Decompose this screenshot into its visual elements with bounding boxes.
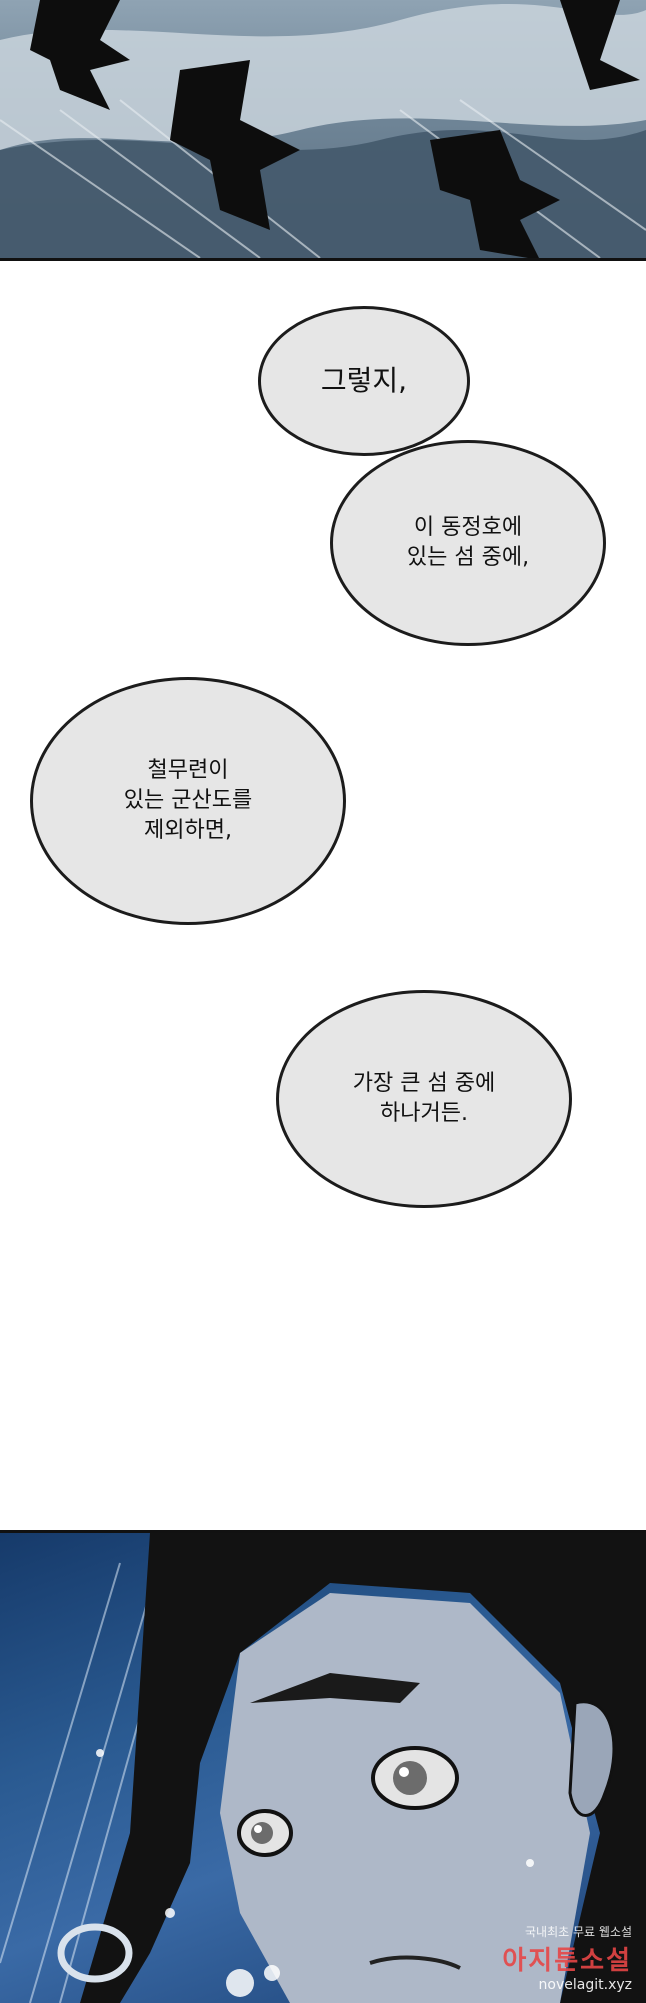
speech-bubble-2: 이 동정호에 있는 섬 중에,	[330, 440, 606, 646]
watermark: 국내최초 무료 웹소설 아지툰소설 novelagit.xyz	[442, 1923, 632, 1993]
speech-bubble-4: 가장 큰 섬 중에 하나거든.	[276, 990, 572, 1208]
speech-text-2: 이 동정호에 있는 섬 중에,	[406, 515, 530, 570]
watermark-tagline: 국내최초 무료 웹소설	[525, 1925, 632, 1939]
top-panel	[0, 0, 646, 261]
ice-sky-art	[0, 0, 646, 258]
speech-bubble-1: 그렇지,	[258, 306, 470, 456]
character-portrait-art	[0, 1533, 646, 2003]
speech-text-3: 철무련이 있는 군산도를 제외하면,	[123, 758, 253, 843]
bottom-panel: 국내최초 무료 웹소설 아지툰소설 novelagit.xyz	[0, 1530, 646, 2003]
speech-text-4: 가장 큰 섬 중에 하나거든.	[352, 1071, 496, 1126]
speech-text-1: 그렇지,	[320, 364, 408, 398]
watermark-logo: 아지툰소설	[502, 1946, 632, 1976]
speech-bubble-3: 철무련이 있는 군산도를 제외하면,	[30, 677, 346, 925]
watermark-url[interactable]: novelagit.xyz	[538, 1977, 632, 1993]
